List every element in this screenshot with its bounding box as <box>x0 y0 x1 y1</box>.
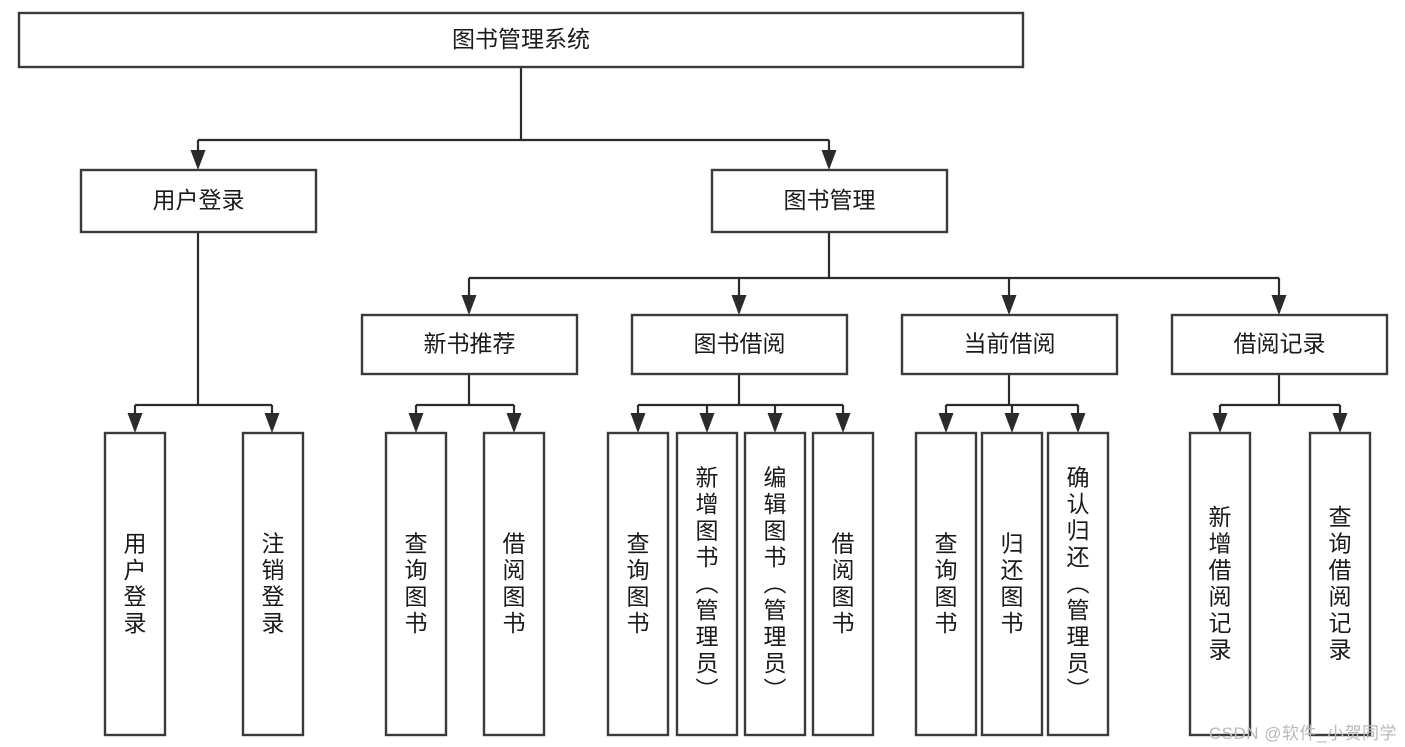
level1-node-图书管理[interactable]: 图书管理 <box>710 168 949 234</box>
arrow-head-icon <box>190 150 206 170</box>
node-label: 编辑图书︵管理员︶ <box>764 464 787 702</box>
arrow-head-icon <box>699 413 715 433</box>
node-label: 新增图书︵管理员︶ <box>696 464 719 702</box>
connector-group-book-mgmt-to-level2 <box>461 232 1287 315</box>
node-box[interactable] <box>675 431 739 737</box>
arrow-head-icon <box>408 413 424 433</box>
connector-layer <box>127 67 1348 433</box>
arrow-head-icon <box>1271 295 1287 315</box>
node-label: 注销登录 <box>262 531 285 637</box>
node-box[interactable] <box>79 168 318 234</box>
arrow-head-icon <box>264 413 280 433</box>
node-box[interactable] <box>980 431 1044 737</box>
node-layer: 图书管理系统用户登录图书管理新书推荐图书借阅当前借阅借阅记录用户登录注销登录查询… <box>17 11 1389 737</box>
node-box[interactable] <box>482 431 546 737</box>
node-box[interactable] <box>1046 431 1110 737</box>
node-label: 新增借阅记录 <box>1209 504 1232 663</box>
node-box[interactable] <box>811 431 875 737</box>
arrow-head-icon <box>938 413 954 433</box>
node-box[interactable] <box>384 431 448 737</box>
leaf-node-借阅图书[interactable]: 借阅图书 <box>482 431 546 737</box>
node-label: 查询图书 <box>405 531 428 637</box>
connector-group-borrow-to-leaves <box>630 374 851 433</box>
leaf-node-注销登录[interactable]: 注销登录 <box>241 431 305 737</box>
arrow-head-icon <box>1001 295 1017 315</box>
node-box[interactable] <box>1308 431 1372 737</box>
leaf-node-借阅图书[interactable]: 借阅图书 <box>811 431 875 737</box>
node-box[interactable] <box>630 313 849 376</box>
level1-node-用户登录[interactable]: 用户登录 <box>79 168 318 234</box>
connector-group-records-to-leaves <box>1212 374 1348 433</box>
leaf-node-编辑图书管理员[interactable]: 编辑图书︵管理员︶ <box>743 431 807 737</box>
leaf-node-确认归还管理员[interactable]: 确认归还︵管理员︶ <box>1046 431 1110 737</box>
node-label: 归还图书 <box>1001 531 1024 637</box>
node-label: 借阅记录 <box>1234 331 1326 357</box>
node-box[interactable] <box>900 313 1119 376</box>
node-label: 借阅图书 <box>832 531 855 637</box>
connector-group-root-to-level1 <box>190 67 837 170</box>
level2-node-借阅记录[interactable]: 借阅记录 <box>1170 313 1389 376</box>
arrow-head-icon <box>1212 413 1228 433</box>
node-box[interactable] <box>17 11 1025 69</box>
node-label: 图书借阅 <box>694 331 786 357</box>
arrow-head-icon <box>767 413 783 433</box>
level2-node-图书借阅[interactable]: 图书借阅 <box>630 313 849 376</box>
node-box[interactable] <box>606 431 670 737</box>
node-box[interactable] <box>743 431 807 737</box>
leaf-node-归还图书[interactable]: 归还图书 <box>980 431 1044 737</box>
arrow-head-icon <box>461 295 477 315</box>
node-box[interactable] <box>710 168 949 234</box>
leaf-node-新增图书管理员[interactable]: 新增图书︵管理员︶ <box>675 431 739 737</box>
arrow-head-icon <box>630 413 646 433</box>
node-box[interactable] <box>241 431 305 737</box>
arrow-head-icon <box>1070 413 1086 433</box>
level2-node-新书推荐[interactable]: 新书推荐 <box>360 313 579 376</box>
leaf-node-新增借阅记录[interactable]: 新增借阅记录 <box>1188 431 1252 737</box>
node-box[interactable] <box>914 431 978 737</box>
node-box[interactable] <box>103 431 167 737</box>
arrow-head-icon <box>731 295 747 315</box>
arrow-head-icon <box>506 413 522 433</box>
csdn-watermark: CSDN @软件_小贺同学 <box>1208 724 1397 743</box>
connector-group-current-borrow-to-leaves <box>938 374 1086 433</box>
leaf-node-查询借阅记录[interactable]: 查询借阅记录 <box>1308 431 1372 737</box>
node-label: 新书推荐 <box>424 331 516 357</box>
node-label: 当前借阅 <box>964 331 1056 357</box>
node-label: 借阅图书 <box>503 531 526 637</box>
connector-group-new-book-to-leaves <box>408 374 522 433</box>
node-label: 查询借阅记录 <box>1329 504 1352 663</box>
connector-group-user-login-to-leaves <box>127 232 280 433</box>
leaf-node-查询图书[interactable]: 查询图书 <box>384 431 448 737</box>
root-node-图书管理系统[interactable]: 图书管理系统 <box>17 11 1025 69</box>
arrow-head-icon <box>835 413 851 433</box>
leaf-node-查询图书[interactable]: 查询图书 <box>606 431 670 737</box>
node-label: 确认归还︵管理员︶ <box>1067 464 1090 702</box>
node-label: 用户登录 <box>153 187 245 213</box>
arrow-head-icon <box>127 413 143 433</box>
arrow-head-icon <box>821 150 837 170</box>
node-label: 查询图书 <box>935 531 958 637</box>
leaf-node-查询图书[interactable]: 查询图书 <box>914 431 978 737</box>
arrow-head-icon <box>1332 413 1348 433</box>
node-label: 用户登录 <box>124 531 147 637</box>
leaf-node-用户登录[interactable]: 用户登录 <box>103 431 167 737</box>
arrow-head-icon <box>1004 413 1020 433</box>
node-label: 图书管理系统 <box>452 26 590 52</box>
node-box[interactable] <box>360 313 579 376</box>
node-label: 查询图书 <box>627 531 650 637</box>
node-box[interactable] <box>1188 431 1252 737</box>
node-label: 图书管理 <box>784 187 876 213</box>
node-box[interactable] <box>1170 313 1389 376</box>
level2-node-当前借阅[interactable]: 当前借阅 <box>900 313 1119 376</box>
